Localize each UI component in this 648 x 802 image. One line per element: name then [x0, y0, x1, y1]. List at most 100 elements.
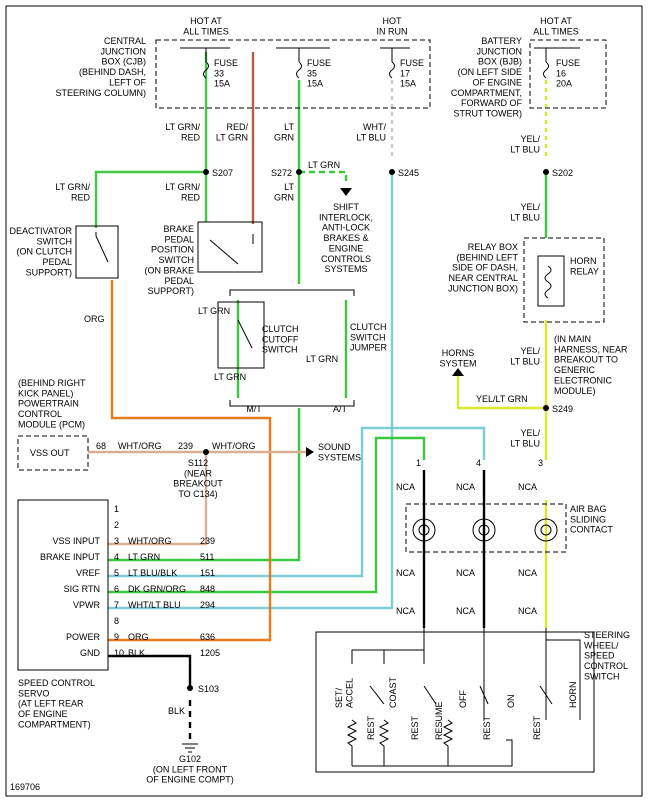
wire-label-lt-grn-red-3: LT GRN/RED [165, 182, 200, 202]
wire-label-yel-lt-blu-3: YEL/LT BLU [510, 346, 540, 366]
switch-label-set-accel: SET/ACCEL [334, 678, 354, 708]
splice-s103: S103 [198, 684, 219, 694]
nca-3c: NCA [518, 606, 537, 616]
fuse33-symbol [203, 61, 209, 79]
nca-3a: NCA [518, 482, 537, 492]
servo-pin-number: 4 [114, 552, 119, 562]
wire-label-lt-grn-red-2: LT GRN/RED [55, 182, 90, 202]
shift-arrow [340, 188, 352, 196]
wire-label-lt-grn-3: LT GRN [308, 160, 340, 170]
fuse16-symbol [543, 61, 549, 79]
nca-1a: NCA [396, 482, 415, 492]
g102-symbol [182, 743, 198, 753]
fuse35-symbol [296, 61, 302, 79]
deactivator-contact [95, 232, 109, 263]
sound-arrow [306, 447, 314, 457]
s249-dot [543, 405, 549, 411]
horn-relay-coil [537, 255, 565, 307]
vss-out-label: VSS OUT [30, 448, 70, 458]
wire-label-lt-grn-4: LT GRN [198, 306, 230, 316]
switch-label-rest-4: REST [532, 715, 542, 740]
hot-bus-1 [180, 47, 230, 62]
splice-s207: S207 [212, 168, 233, 178]
deactivator-switch-box [75, 225, 119, 279]
wire-label-yel-lt-grn: YEL/LT GRN [476, 394, 528, 404]
switch-label-off: OFF [458, 690, 468, 708]
clutch-contact [237, 319, 253, 349]
wire-label-lt-grn-5: LT GRN [214, 372, 246, 382]
hot-bus-4 [534, 47, 580, 62]
bjb-box [529, 39, 607, 109]
servo-pin-circuit: 848 [200, 584, 215, 594]
servo-pin-label: VSS INPUT [52, 536, 100, 546]
splice-s245: S245 [398, 168, 419, 178]
servo-pin-number: 6 [114, 584, 119, 594]
wire-lt-blu-blk [108, 426, 486, 578]
switch-label-rest-3: REST [482, 715, 492, 740]
servo-pin-number: 1 [114, 504, 119, 514]
switch-horn-contact [539, 685, 553, 705]
clockspring-4-inner [478, 524, 490, 536]
servo-pin-number: 2 [114, 520, 119, 530]
splice-s249: S249 [552, 404, 573, 414]
switch-label-rest-2: REST [410, 715, 420, 740]
fuse17-symbol [389, 61, 395, 79]
clockspring-1 [412, 518, 436, 542]
wire-blk-gnd [108, 654, 192, 690]
nca-3b: NCA [518, 568, 537, 578]
servo-pin-circuit: 1205 [200, 648, 220, 658]
brake-switch-box [197, 221, 263, 273]
pcm-pin: 68 [96, 441, 106, 451]
resistor-coast [378, 719, 390, 766]
wire-label-lt-grn-6: LT GRN [306, 354, 338, 364]
cjb-box [155, 39, 431, 109]
pcm-circuit: 239 [178, 441, 193, 451]
wire-lt-grn-brake-input [108, 408, 301, 562]
wire-dk-grn-org [108, 436, 426, 594]
servo-pin-number: 9 [114, 632, 119, 642]
wire-label-wht-lt-blu: WHT/LT BLU [356, 122, 386, 142]
pin-3: 3 [538, 458, 543, 468]
clockspring-1-inner [418, 524, 430, 536]
servo-pin-wire: LT GRN [128, 552, 160, 562]
servo-pin-wire: LT BLU/BLK [128, 568, 177, 578]
servo-pin-circuit: 294 [200, 600, 215, 610]
nca-4c: NCA [456, 606, 475, 616]
switch-label-rest-1: REST [366, 715, 376, 740]
servo-pin-wire: WHT/LT BLU [128, 600, 181, 610]
switch-label-horn: HORN [568, 682, 578, 709]
servo-pin-number: 10 [114, 648, 124, 658]
wire-label-wht-org-1: WHT/ORG [118, 441, 162, 451]
at-label: A/T [333, 404, 348, 414]
switch-ground-bus [352, 739, 513, 767]
servo-pin-label: VREF [76, 568, 101, 578]
switch-label-coast: COAST [388, 676, 398, 708]
s207-dot [203, 169, 209, 175]
s103-dot [187, 685, 193, 691]
splice-s202: S202 [552, 168, 573, 178]
nca-4b: NCA [456, 568, 475, 578]
clockspring-3-inner [540, 524, 552, 536]
resistor-set [346, 719, 358, 766]
steering-switch-box [315, 631, 595, 773]
servo-pin-label: VPWR [73, 600, 101, 610]
s112-dot [203, 449, 209, 455]
pcm-box [17, 435, 89, 471]
servo-pin-number: 8 [114, 616, 119, 626]
wire-label-wht-org-2: WHT/ORG [212, 441, 256, 451]
